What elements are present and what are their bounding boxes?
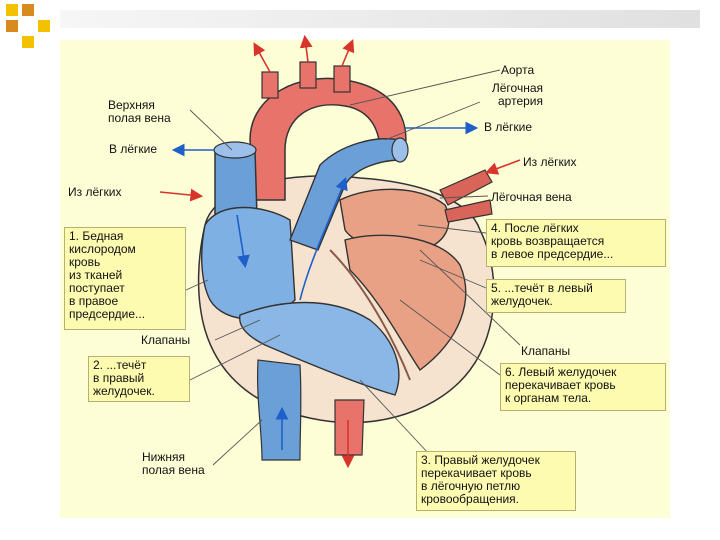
step-1-box: 1. Бедная кислородом кровь из тканей пос… (64, 227, 186, 330)
decor-square (22, 36, 34, 48)
from-lungs-right-label: Из лёгких (523, 155, 577, 169)
step-3-box: 3. Правый желудочек перекачивает кровь в… (416, 451, 576, 511)
to-lungs-left-label: В лёгкие (109, 142, 158, 156)
header-gradient-bar (60, 10, 700, 28)
flow-arrow (299, 34, 313, 63)
decor-square (22, 4, 34, 16)
pulmonary-artery-label: Лёгочная артерия (491, 81, 543, 108)
slide-header-strip (0, 0, 720, 48)
flow-arrow (299, 177, 348, 301)
valves-left-label: Клапаны (141, 333, 191, 347)
inferior-vena-cava-label: Нижняя полая вена (142, 450, 205, 477)
pulmonary-vein-label: Лёгочная вена (491, 190, 572, 204)
left-ventricle (344, 234, 467, 372)
step-4-box: 4. После лёгких кровь возвращается в лев… (486, 219, 666, 267)
aorta-branch (333, 65, 351, 93)
flow-arrow (485, 159, 521, 175)
flow-arrow (159, 188, 204, 202)
from-lungs-left-label: Из лёгких (68, 185, 122, 199)
decor-square (6, 20, 18, 32)
svc-opening (213, 141, 257, 159)
decor-square (38, 20, 50, 32)
flow-arrow (236, 214, 250, 269)
aorta-label: Аорта (501, 63, 535, 77)
superior-vena-cava-label: Верхняя полая вена (108, 98, 171, 125)
pulmonary-artery-opening (391, 137, 409, 163)
pulmonary-vein (439, 169, 493, 206)
valves-right-label: Клапаны (521, 344, 571, 358)
flow-arrow (253, 42, 271, 73)
right-atrium (201, 206, 296, 320)
aorta-branch (261, 71, 279, 99)
step-6-box: 6. Левый желудочек перекачивает кровь к … (500, 363, 666, 411)
step-2-box: 2. ...течёт в правый желудочек. (88, 356, 190, 402)
step-5-box: 5. ...течёт в левый желудочек. (486, 279, 626, 313)
flow-arrow (341, 39, 355, 67)
septum (329, 249, 411, 381)
descending-aorta (334, 399, 365, 456)
pulmonary-vein (444, 199, 493, 223)
decor-square (6, 4, 18, 16)
leader-lines (185, 69, 521, 466)
right-ventricle (238, 301, 400, 396)
inferior-vena-cava (257, 359, 302, 461)
aorta-branch (299, 61, 317, 89)
to-lungs-right-label: В лёгкие (484, 120, 533, 134)
